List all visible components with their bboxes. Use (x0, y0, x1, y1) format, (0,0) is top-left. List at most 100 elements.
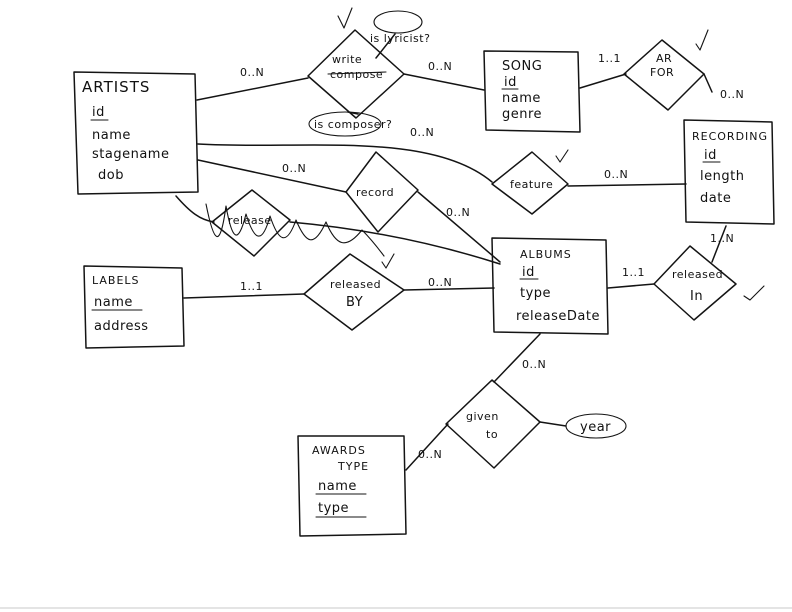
relationship-released-in-diamond (653, 245, 737, 321)
connector-artists-record (197, 159, 347, 193)
entity-awards-attr-type: type (318, 501, 349, 516)
entity-albums: ALBUMS id type releaseDate (491, 237, 609, 335)
annotation-is-lyricist-text: is lyricist? (370, 32, 430, 45)
checkmark-2 (695, 29, 709, 51)
connector-artists-release (175, 195, 215, 223)
relationship-record: record (345, 151, 419, 233)
entity-artists-attr-id: id (92, 105, 105, 120)
card-labels-released-by: 1..1 (240, 280, 263, 293)
connector-release-strikethrough (205, 203, 385, 257)
entity-artists: ARTISTS id name stagename dob (73, 71, 199, 195)
connector-artists-feature (197, 143, 493, 183)
relationship-feature: feature (491, 151, 569, 215)
entity-song-attr-name: name (502, 91, 541, 106)
relationship-for: AR FOR (623, 39, 705, 111)
relationship-released-by-diamond (303, 253, 405, 331)
connector-release-albums (289, 221, 501, 265)
checkmark-3 (555, 149, 569, 163)
connector-artists-write (196, 77, 309, 101)
card-for-recording: 0..N (720, 88, 744, 101)
entity-artists-attr-name: name (92, 128, 131, 143)
entity-albums-box (491, 237, 609, 335)
relationship-released-by: released BY (303, 253, 405, 331)
card-write-song: 0..N (428, 60, 452, 73)
relationship-released-in-label: released (672, 268, 723, 281)
relationship-released-by-label2: BY (346, 295, 363, 310)
relationship-released-by-label: released (330, 278, 381, 291)
entity-awards-title: AWARDS (312, 444, 366, 457)
card-feature-recording: 0..N (604, 168, 628, 181)
relationship-write-scribble (327, 71, 387, 75)
relationship-release-label: release (228, 214, 272, 227)
connector-write-lyricist (375, 33, 396, 59)
entity-song-attr-genre: genre (502, 107, 542, 122)
card-artists-record: 0..N (282, 162, 306, 175)
connector-write-song (403, 73, 485, 91)
relationship-write-label: write (332, 53, 362, 66)
card-given-to-awards: 0..N (418, 448, 442, 461)
relationship-feature-diamond (491, 151, 569, 215)
card-record-albums: 0..N (446, 206, 470, 219)
checkmark-4 (381, 253, 395, 269)
connectors (175, 7, 765, 471)
annotation-is-lyricist: is lyricist? (370, 10, 430, 45)
entity-artists-attr-dob: dob (98, 168, 124, 183)
entity-awards-box (297, 435, 407, 537)
connector-record-albums (417, 191, 501, 263)
relationship-write: write compose (307, 29, 405, 119)
connector-song-for (579, 73, 627, 89)
relationship-feature-label: feature (510, 178, 553, 191)
entity-song-box (483, 50, 581, 133)
entity-artists-box (73, 71, 199, 195)
relationship-released-in-label2: In (690, 289, 703, 304)
entity-song: SONG id name genre (483, 50, 581, 133)
connector-for-recording (703, 73, 713, 93)
card-released-in-recording: 1..N (710, 232, 734, 245)
checkmark-1 (337, 7, 353, 29)
connector-albums-released-in (607, 283, 655, 289)
relationship-given-to-label2: to (486, 428, 498, 441)
relationship-for-label: AR (656, 52, 672, 65)
relationship-released-in: released In (653, 245, 737, 321)
entity-awards-attr-name: name (318, 479, 357, 494)
entity-awards: AWARDS TYPE name type (297, 435, 407, 537)
connector-given-to-awards (405, 423, 449, 471)
connector-labels-released-by (183, 293, 305, 299)
entity-albums-attr-id: id (522, 265, 535, 280)
card-albums-given-to: 0..N (522, 358, 546, 371)
entity-recording-attr-id: id (704, 148, 717, 163)
connector-given-to-year (539, 421, 567, 427)
entity-labels: LABELS name address (83, 265, 185, 349)
connector-feature-recording (567, 183, 687, 187)
card-song-for: 1..1 (598, 52, 621, 65)
entity-artists-attr-stagename: stagename (92, 147, 169, 162)
entity-recording-box (683, 119, 775, 225)
entity-albums-attr-type: type (520, 286, 551, 301)
card-artists-feature: 0..N (410, 126, 434, 139)
annotation-is-composer: is composer? (308, 111, 392, 137)
entity-albums-attr-releasedate: releaseDate (516, 309, 600, 324)
entity-recording-title: RECORDING (692, 130, 768, 143)
entity-song-attr-id: id (504, 75, 517, 90)
relationship-for-diamond (623, 39, 705, 111)
relationship-write-diamond (307, 29, 405, 119)
relationship-given-to-diamond (445, 379, 541, 469)
entity-artists-title: ARTISTS (82, 78, 150, 96)
relationship-for-label2: FOR (650, 66, 674, 79)
relationship-record-label: record (356, 186, 394, 199)
connector-write-composer (347, 111, 359, 115)
card-albums-released-in: 1..1 (622, 266, 645, 279)
relationship-given-to: given to (445, 379, 541, 469)
annotation-is-composer-text: is composer? (314, 118, 392, 131)
entity-awards-subtitle: TYPE (337, 460, 369, 473)
entity-labels-box (83, 265, 185, 349)
entity-labels-attr-name: name (94, 295, 133, 310)
entity-song-title: SONG (502, 59, 542, 74)
relationship-given-to-label: given (466, 410, 499, 423)
attribute-year-text: year (580, 420, 611, 435)
entity-recording: RECORDING id length date (683, 119, 775, 225)
card-artists-write: 0..N (240, 66, 264, 79)
attribute-year: year (565, 413, 627, 439)
